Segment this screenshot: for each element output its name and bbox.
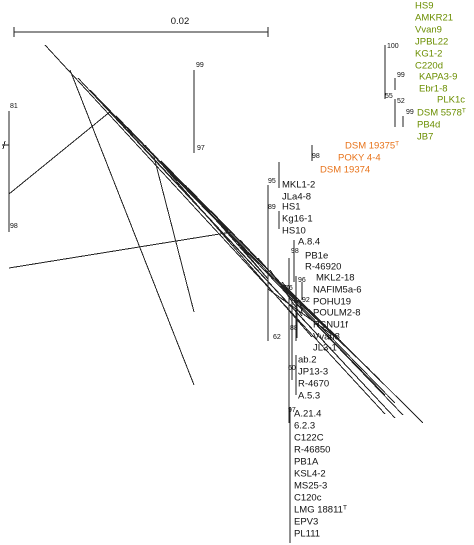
tree-branch [269,269,303,317]
leaf-label: RSNU1f [313,320,348,331]
root-break-mark [2,140,6,150]
leaf-label: EPV3 [294,517,318,528]
leaf-label: POHU19 [313,297,351,308]
leaf-labels: HS9AMKR21Vvan9JPBL22KG1-2C220dKAPA3-9Ebr… [282,1,466,540]
bootstrap-value: 100 [387,43,399,50]
bootstrap-value: 92 [302,297,310,304]
tree-branch [288,289,424,424]
leaf-label: A.5.3 [298,391,320,402]
leaf-label: KSL4-2 [294,469,326,480]
bootstrap-value: 55 [385,93,393,100]
bootstrap-value: 97 [288,407,296,414]
bootstrap-value: 98 [291,248,299,255]
leaf-label: PB4d [417,120,440,131]
leaf-label: C122C [294,433,324,444]
tree-branch [126,126,404,416]
leaf-label: KAPA3-9 [419,72,457,83]
tree-branch [267,288,342,342]
leaf-label: R-46850 [294,445,330,456]
bootstrap-value: 62 [273,334,281,341]
bootstrap-value: 99 [406,109,414,116]
leaf-label: ab.2 [298,355,317,366]
tree-branch [152,152,195,313]
leaf-label: DSM 19375T [345,140,399,152]
leaf-label: R-4670 [298,379,329,390]
bootstrap-value: 98 [10,223,18,230]
tree-branch [8,231,233,269]
leaf-label: JLa4-8 [282,192,311,203]
leaf-label: KG1-2 [415,49,442,60]
leaf-label: NAFIM5a-6 [313,285,362,296]
leaf-label: HS10 [282,226,306,237]
bootstrap-value: 96 [298,277,306,284]
tree-branch [144,144,313,338]
leaf-label: POULM2-8 [313,308,361,319]
tree-branch [210,210,269,280]
leaf-label: Ebr1-8 [419,84,448,95]
leaf-label: PL111 [294,529,320,540]
leaf-label: LMG 18811T [294,504,347,516]
leaf-label: HS9 [415,1,433,12]
leaf-label: MS25-3 [294,481,327,492]
tree-branch [8,110,112,195]
bootstrap-value: 89 [268,204,276,211]
bootstrap-value: 76 [285,285,293,292]
scale-bar: 0.02 [13,16,269,37]
bootstrap-value: 81 [10,103,18,110]
leaf-label: DSM 19374 [320,165,370,176]
tree-branches [8,44,424,543]
leaf-label: C120c [294,493,322,504]
leaf-label: A.8.4 [298,237,320,248]
leaf-label: POKY 4-4 [338,153,381,164]
bootstrap-value: 60 [288,365,296,372]
leaf-label: MKL1-2 [282,180,315,191]
tree-branch [69,69,195,386]
bootstrap-value: 99 [397,72,405,79]
tree-branch [184,184,269,280]
leaf-label: JP13-3 [298,367,328,378]
bootstrap-value: 88 [290,325,298,332]
leaf-label: A.21.4 [294,409,321,420]
leaf-label: DSM 5578T [417,107,466,119]
leaf-label: 6.2.3 [294,421,315,432]
leaf-label: JPBL22 [415,37,448,48]
leaf-label: AMKR21 [415,13,453,24]
bootstrap-value: 99 [196,62,204,69]
tree-branch [44,44,386,415]
leaf-label: HS1 [282,202,300,213]
leaf-label: MKL2-18 [316,273,355,284]
leaf-label: PLK1c [437,95,465,106]
leaf-label: PB1e [305,251,328,262]
bootstrap-value: 95 [268,178,276,185]
leaf-label: JB7 [417,132,433,143]
leaf-label: PB1A [294,457,319,468]
bootstrap-values: 81 99 100 99 52 99 55 97 98 98 95 89 62 … [10,43,414,414]
scale-bar-label: 0.02 [171,16,190,27]
leaf-label: JL3-1 [313,343,337,354]
bootstrap-value: 52 [397,98,405,105]
tree-branch [239,239,295,299]
bootstrap-value: 98 [312,153,320,160]
leaf-label: R-46920 [305,262,341,273]
tree-branch [89,89,396,419]
leaf-label: C220d [415,61,443,72]
leaf-label: Kg16-1 [282,214,313,225]
root-marker [2,140,9,150]
leaf-label: Vvan8 [313,332,340,343]
bootstrap-value: 97 [197,145,205,152]
tree-branch [299,299,303,314]
leaf-label: Vvan9 [415,25,442,36]
